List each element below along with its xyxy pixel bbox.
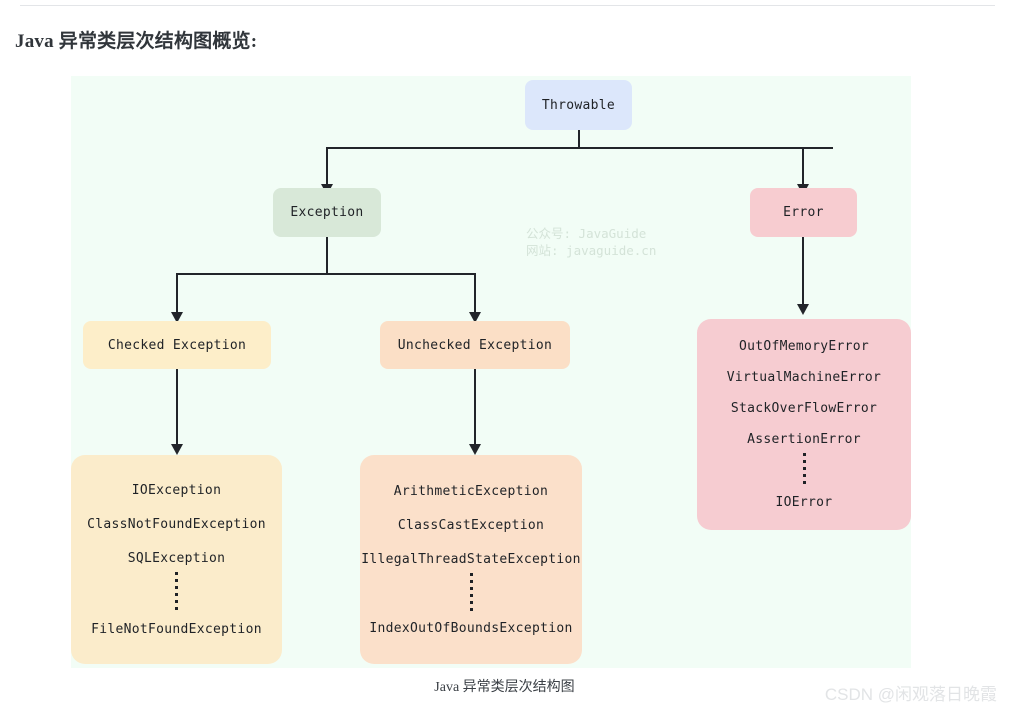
- list-item: IOError: [775, 495, 833, 510]
- ellipsis-icon: [802, 453, 806, 484]
- csdn-watermark: CSDN @闲观落日晚霞: [824, 685, 997, 704]
- list-item: StackOverFlowError: [730, 401, 878, 416]
- connector-exception-bus: [176, 273, 476, 275]
- arrowhead-to-unchecked: [469, 312, 481, 323]
- javaguide-watermark-line2: 网站: javaguide.cn: [526, 243, 657, 258]
- ellipsis-icon: [175, 571, 178, 610]
- list-item: AssertionError: [747, 432, 861, 447]
- list-item: FileNotFoundException: [91, 621, 262, 637]
- connector-checked-stem: [176, 369, 178, 447]
- arrowhead-checked-list: [171, 444, 183, 455]
- connector-throwable-stem: [578, 130, 580, 148]
- connector-error-stem: [802, 237, 804, 307]
- page-title: Java 异常类层次结构图概览:: [15, 31, 258, 52]
- javaguide-watermark: 公众号: JavaGuide 网站: javaguide.cn: [526, 225, 656, 259]
- connector-to-exception: [326, 147, 328, 187]
- list-item: ClassNotFoundException: [87, 516, 266, 532]
- ellipsis-icon: [469, 572, 473, 611]
- list-item: ClassCastException: [397, 517, 545, 533]
- node-throwable[interactable]: Throwable: [525, 80, 632, 130]
- list-unchecked-exceptions[interactable]: ArithmeticException ClassCastException I…: [360, 455, 582, 664]
- arrowhead-unchecked-list: [469, 444, 481, 455]
- figure-caption: Java 异常类层次结构图: [434, 680, 575, 695]
- javaguide-watermark-line1: 公众号: JavaGuide: [526, 226, 647, 241]
- page-divider: [20, 5, 995, 6]
- node-throwable-label: Throwable: [541, 97, 616, 113]
- connector-throwable-bus: [326, 147, 833, 149]
- connector-unchecked-stem: [474, 369, 476, 447]
- arrowhead-to-checked: [171, 312, 183, 323]
- list-item: IOException: [131, 482, 222, 498]
- list-checked-exceptions[interactable]: IOException ClassNotFoundException SQLEx…: [71, 455, 282, 664]
- node-exception[interactable]: Exception: [273, 188, 381, 237]
- list-item: OutOfMemoryError: [738, 339, 870, 354]
- list-item: VirtualMachineError: [726, 370, 882, 385]
- node-checked-exception-label: Checked Exception: [107, 337, 247, 353]
- list-item: SQLException: [127, 550, 226, 566]
- list-item: IllegalThreadStateException: [361, 551, 581, 567]
- connector-to-checked: [176, 273, 178, 315]
- exception-hierarchy-diagram: Throwable Exception Error Checked Except…: [71, 76, 911, 668]
- list-item: ArithmeticException: [393, 483, 549, 499]
- node-unchecked-exception[interactable]: Unchecked Exception: [380, 321, 570, 369]
- node-exception-label: Exception: [290, 205, 364, 220]
- node-error[interactable]: Error: [750, 188, 857, 237]
- list-errors[interactable]: OutOfMemoryError VirtualMachineError Sta…: [697, 319, 911, 530]
- connector-to-error: [802, 147, 804, 187]
- list-item: IndexOutOfBoundsException: [369, 620, 573, 636]
- arrowhead-to-error-list: [797, 304, 809, 315]
- connector-to-unchecked: [474, 273, 476, 315]
- node-checked-exception[interactable]: Checked Exception: [83, 321, 271, 369]
- connector-exception-stem: [326, 237, 328, 274]
- node-unchecked-exception-label: Unchecked Exception: [397, 337, 553, 353]
- node-error-label: Error: [783, 205, 824, 220]
